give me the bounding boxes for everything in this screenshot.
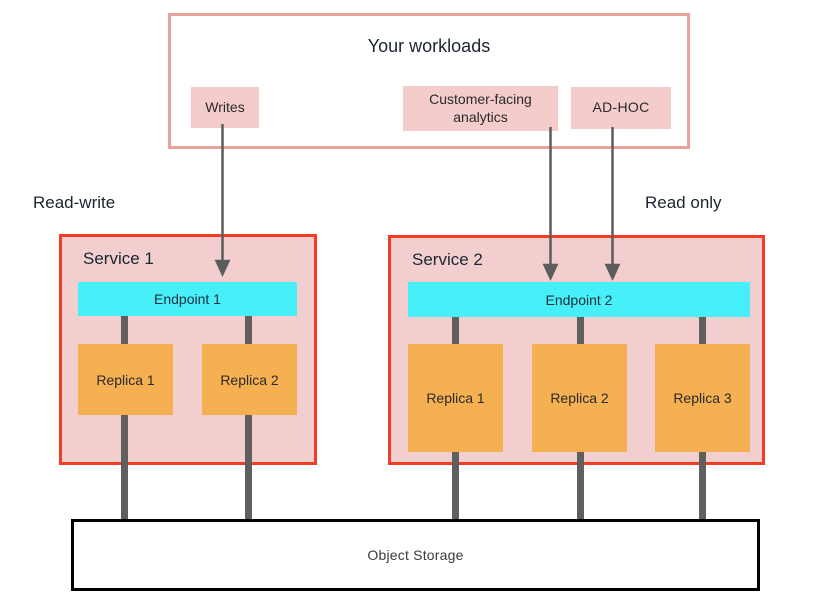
your-workloads-title: Your workloads bbox=[367, 36, 491, 56]
connector-s1-replica1-upper bbox=[121, 314, 128, 344]
connector-s2-replica3-lower bbox=[699, 452, 706, 521]
object-storage-box: Object Storage bbox=[71, 519, 760, 591]
workload-customer-facing-analytics: Customer-facing analytics bbox=[403, 86, 558, 131]
endpoint-2-bar: Endpoint 2 bbox=[408, 282, 750, 317]
connector-s2-replica2-lower bbox=[577, 452, 584, 521]
endpoint-1-bar: Endpoint 1 bbox=[78, 282, 297, 316]
connector-s1-replica2-lower bbox=[245, 415, 252, 521]
service-1-title: Service 1 bbox=[83, 249, 154, 268]
connector-s1-replica2-upper bbox=[245, 314, 252, 344]
service2-replica-3: Replica 3 bbox=[655, 344, 750, 452]
service1-replica-1: Replica 1 bbox=[78, 344, 173, 415]
workload-writes: Writes bbox=[191, 87, 259, 128]
object-storage-label: Object Storage bbox=[367, 547, 464, 563]
workload-ad-hoc: AD-HOC bbox=[571, 87, 671, 129]
connector-s1-replica1-lower bbox=[121, 415, 128, 521]
connector-s2-replica1-lower bbox=[452, 452, 459, 521]
service1-replica-2: Replica 2 bbox=[202, 344, 297, 415]
connector-s2-replica2-upper bbox=[577, 315, 584, 344]
service-2-title: Service 2 bbox=[412, 250, 483, 269]
connector-s2-replica1-upper bbox=[452, 315, 459, 344]
connector-s2-replica3-upper bbox=[699, 315, 706, 344]
read-only-label: Read only bbox=[645, 193, 722, 212]
read-write-label: Read-write bbox=[33, 193, 116, 212]
service2-replica-2: Replica 2 bbox=[532, 344, 627, 452]
your-workloads-box: Your workloads Writes Customer-facing an… bbox=[168, 13, 690, 149]
service2-replica-1: Replica 1 bbox=[408, 344, 503, 452]
